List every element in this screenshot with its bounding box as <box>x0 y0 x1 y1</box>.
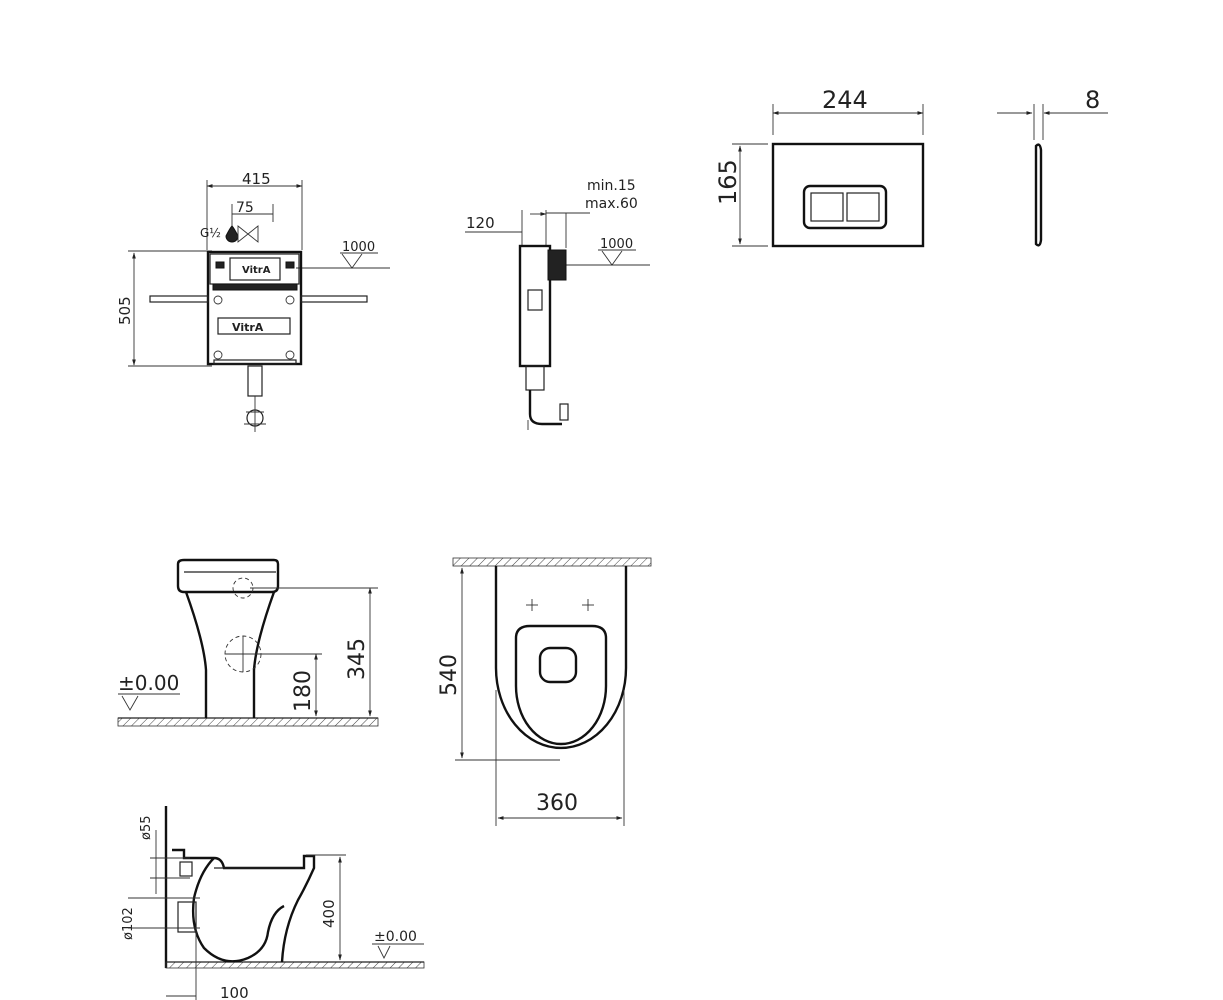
toilet-top-outline <box>494 566 628 750</box>
frame-depth-label: 120 <box>466 214 495 232</box>
side-level-label: 1000 <box>600 237 633 252</box>
flush-button-frame[interactable] <box>802 184 888 230</box>
plate-width-label: 244 <box>822 86 868 114</box>
section-height-label: 400 <box>320 899 338 928</box>
wall-max-label: max.60 <box>585 196 638 212</box>
inlet-offset-label: 75 <box>236 200 254 216</box>
total-height-label: 345 <box>345 638 370 680</box>
section-floor-hatch <box>165 961 425 969</box>
bracket-left <box>215 261 225 269</box>
flush-plate-side <box>1034 143 1043 247</box>
frame-front-view: 415 75 G½ 505 1000 VitrA VitrA <box>116 170 390 432</box>
toilet-length-label: 540 <box>437 654 462 696</box>
support-leg-right <box>300 295 368 303</box>
toilet-bowl-opening <box>514 624 608 746</box>
flush-plate-views: 244 165 8 <box>714 86 1108 248</box>
frame-height-label: 505 <box>116 296 134 325</box>
flush-plate-front <box>771 142 925 248</box>
toilet-pedestal <box>184 591 276 718</box>
wall-hatch <box>452 557 652 567</box>
toilet-front-view: ±0.00 345 180 <box>117 558 379 727</box>
fixing-point-right <box>582 599 594 611</box>
section-level-triangle-icon <box>377 945 391 960</box>
side-level-triangle-icon <box>601 250 623 266</box>
thread-label: G½ <box>200 226 221 240</box>
frame-side-body <box>518 244 552 368</box>
plate-height-label: 165 <box>714 159 742 205</box>
drain-elbow <box>528 390 562 426</box>
fixing-point-left <box>526 599 538 611</box>
wall-min-label: min.15 <box>587 178 636 194</box>
frame-width-label: 415 <box>242 170 271 188</box>
full-flush-button[interactable] <box>846 192 880 222</box>
floor-hatch <box>117 717 379 727</box>
outlet-label: ø102 <box>121 907 136 940</box>
brand-top-label: VitrA <box>242 265 271 276</box>
front-floor-level-label: ±0.00 <box>118 671 179 695</box>
toilet-drain-hole <box>538 646 578 684</box>
valve-icon <box>237 225 259 243</box>
toilet-width-label: 360 <box>536 791 578 816</box>
cistern-connector <box>547 249 567 281</box>
toilet-section-view: ø55 ø102 400 ±0.00 100 <box>121 806 425 1000</box>
drain-pipe <box>247 365 263 397</box>
plate-thickness-label: 8 <box>1085 86 1100 114</box>
half-flush-button[interactable] <box>810 192 844 222</box>
section-floor-level-label: ±0.00 <box>374 929 417 945</box>
outlet-offset-label: 100 <box>220 984 249 1000</box>
toilet-section-outline <box>172 848 316 963</box>
toilet-top-rim <box>176 558 280 594</box>
floor-level-triangle-icon <box>121 695 139 711</box>
support-leg-left <box>149 295 209 303</box>
frame-level-label: 1000 <box>342 240 375 255</box>
frame-side-view: 120 min.15 max.60 1000 <box>465 178 650 430</box>
water-drop-icon <box>225 225 239 243</box>
inlet-height-label: 180 <box>291 670 316 712</box>
brand-front-label: VitrA <box>232 321 264 334</box>
toilet-top-view: 540 360 <box>437 557 652 826</box>
bracket-right <box>285 261 295 269</box>
flush-inlet-label: ø55 <box>139 816 154 841</box>
level-triangle-icon <box>341 253 363 269</box>
